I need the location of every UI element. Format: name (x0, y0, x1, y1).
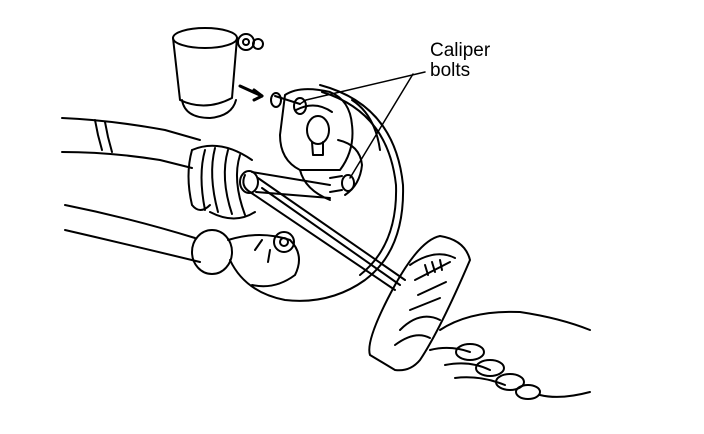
callout-leader-lines (299, 71, 426, 179)
caliper-body (279, 88, 363, 201)
brake-rotor (229, 84, 405, 302)
control-arm (64, 204, 300, 288)
upper-caliper-bolt (238, 84, 307, 115)
drive-shaft (61, 117, 201, 169)
cv-boot (187, 144, 256, 220)
caliper-bolts-label: Caliper bolts (430, 41, 510, 81)
strut-tube (172, 27, 264, 119)
caliper-bolts-label-line1: Caliper (430, 40, 491, 61)
caliper-bolts-label-line2: bolts (430, 60, 471, 81)
lower-caliper-bolt (329, 174, 355, 193)
hand (429, 310, 591, 400)
torque-wrench-handle (368, 235, 471, 372)
torque-wrench (239, 170, 406, 291)
